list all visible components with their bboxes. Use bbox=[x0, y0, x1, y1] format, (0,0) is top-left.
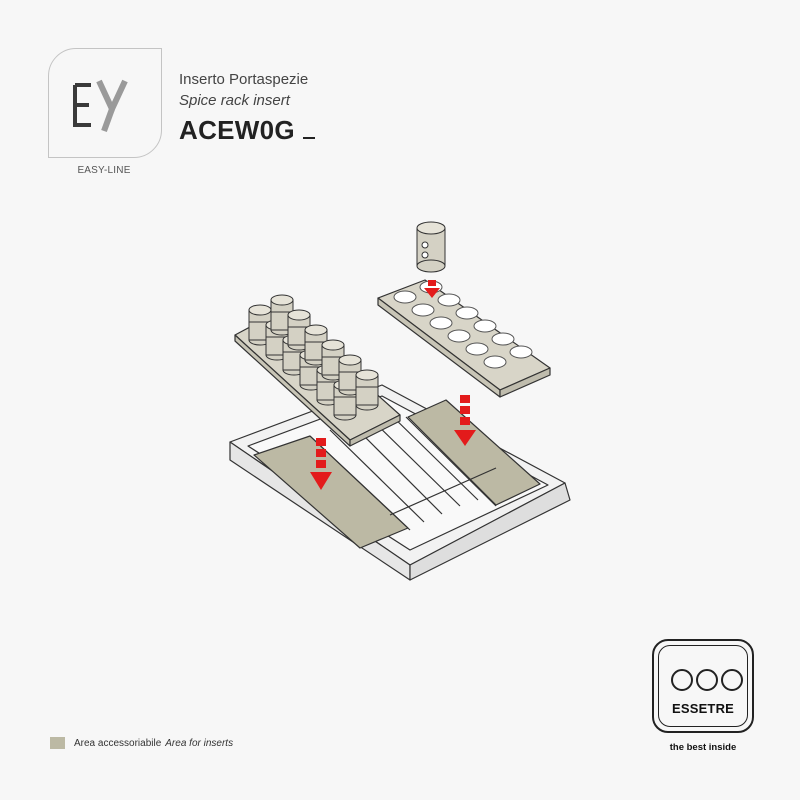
brand-label: EASY-LINE bbox=[77, 165, 131, 176]
product-code: ACEW0G bbox=[179, 115, 315, 146]
essetre-name: ESSETRE bbox=[671, 701, 735, 716]
insert-hole bbox=[491, 332, 515, 346]
essetre-tagline: the best inside bbox=[669, 742, 737, 753]
spice-jar-floating bbox=[416, 221, 446, 273]
spice-jar bbox=[355, 369, 379, 411]
arrow-insert-to-drawer bbox=[454, 395, 476, 446]
essetre-logo: ESSETRE bbox=[652, 639, 754, 733]
product-code-text: ACEW0G bbox=[179, 115, 295, 145]
legend-label-italian: Area accessoriabile bbox=[74, 737, 162, 749]
easy-line-logo bbox=[48, 48, 162, 158]
insert-hole bbox=[473, 319, 497, 333]
divider-6 bbox=[405, 416, 497, 507]
insert-area-right bbox=[407, 399, 541, 506]
drawer-illustration bbox=[229, 221, 571, 581]
divider-1 bbox=[309, 435, 411, 531]
product-name-italian: Inserto Portaspezie bbox=[179, 71, 309, 88]
three-circles-icon bbox=[671, 669, 743, 691]
legend-label-english: Area for inserts bbox=[165, 737, 234, 749]
divider-5 bbox=[385, 409, 479, 501]
code-underscore bbox=[302, 120, 315, 139]
arrow-tray-to-drawer bbox=[310, 438, 332, 490]
legend: Area accessoriabile Area for inserts bbox=[50, 737, 233, 749]
legend-swatch bbox=[50, 737, 65, 749]
ey-logo-mark bbox=[73, 79, 128, 133]
insert-hole bbox=[455, 306, 479, 320]
spice-jars bbox=[248, 294, 379, 421]
insert-hole bbox=[429, 316, 453, 330]
arrow-jar-to-insert bbox=[424, 280, 440, 298]
insert-hole bbox=[509, 345, 533, 359]
drawer-side bbox=[409, 482, 571, 581]
red-arrows bbox=[310, 280, 476, 490]
insert-hole bbox=[411, 303, 435, 317]
product-name-english: Spice rack insert bbox=[179, 92, 290, 109]
insert-hole bbox=[483, 355, 507, 369]
divider-cross bbox=[389, 467, 497, 516]
insert-hole bbox=[465, 342, 489, 356]
insert-hole bbox=[447, 329, 471, 343]
insert-hole bbox=[393, 290, 417, 304]
essetre-logo-inner: ESSETRE bbox=[658, 645, 748, 727]
insert-hole bbox=[437, 293, 461, 307]
